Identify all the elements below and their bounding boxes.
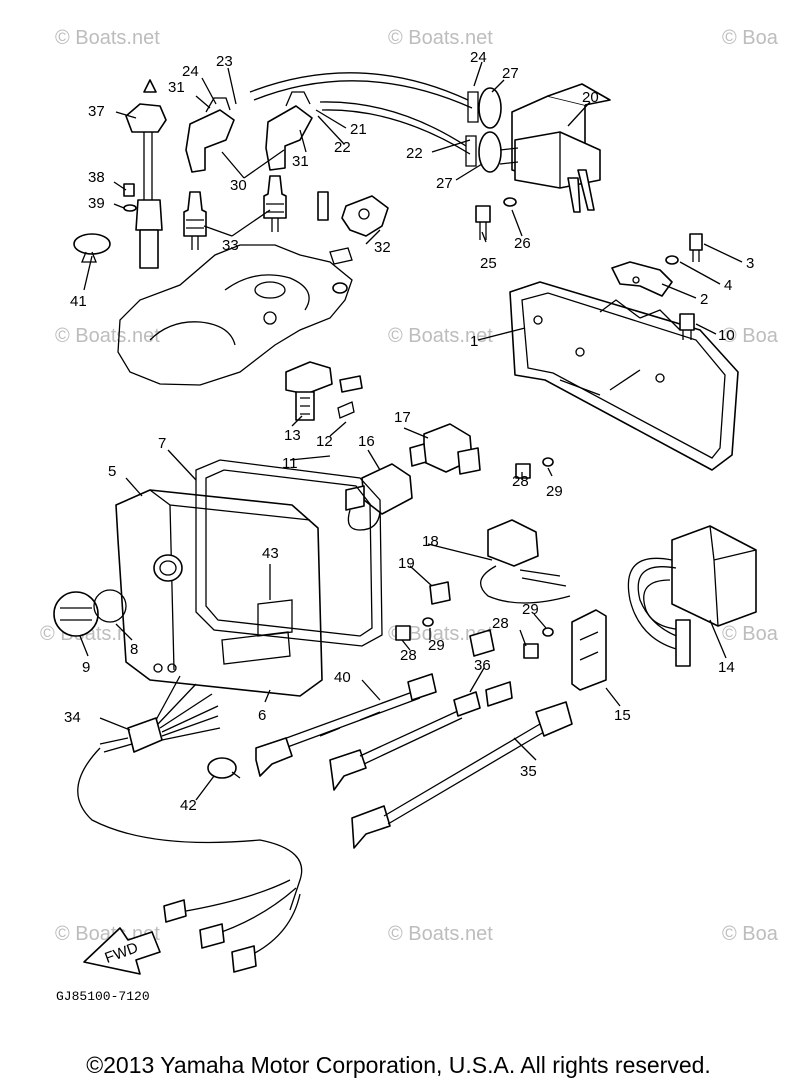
electrical-box-base	[509, 281, 739, 471]
callout-29c: 29	[522, 601, 539, 618]
callout-42: 42	[180, 797, 197, 814]
watermark: © Boats.net	[55, 325, 160, 347]
callout-26: 26	[514, 235, 531, 252]
callout-37: 37	[88, 103, 105, 120]
parts-diagram: © Boats.net © Boats.net © Boa © Boats.ne…	[40, 27, 779, 1004]
callout-1: 1	[470, 333, 478, 350]
bolt-washer-part	[475, 197, 517, 240]
high-tension-lead-part	[249, 72, 473, 155]
temperature-sensor-part	[123, 79, 167, 269]
callout-9: 9	[82, 659, 90, 676]
cylinder-head-outline	[117, 244, 353, 386]
callout-29b: 29	[428, 637, 445, 654]
watermark: © Boats.net	[388, 27, 493, 49]
callout-24b: 24	[470, 49, 487, 66]
callout-8: 8	[130, 641, 138, 658]
callout-43: 43	[262, 545, 279, 562]
callout-32: 32	[374, 239, 391, 256]
callout-21: 21	[350, 121, 367, 138]
battery-cable-part	[255, 629, 573, 849]
callout-25: 25	[480, 255, 497, 272]
callout-40: 40	[334, 669, 351, 686]
bracket-part	[611, 261, 673, 297]
callout-33: 33	[222, 237, 239, 254]
hose-clamp-part	[73, 233, 111, 263]
callout-14: 14	[718, 659, 735, 676]
callout-10: 10	[718, 327, 735, 344]
callout-34: 34	[64, 709, 81, 726]
callout-12: 12	[316, 433, 333, 450]
starter-relay-part	[345, 463, 413, 531]
bolt-part	[665, 233, 703, 340]
callout-22b: 22	[334, 139, 351, 156]
callout-41: 41	[70, 293, 87, 310]
electrical-box-cover	[115, 489, 323, 697]
callout-19: 19	[398, 555, 415, 572]
callout-4: 4	[724, 277, 732, 294]
callout-30: 30	[230, 177, 247, 194]
callout-labels: 1 2 3 4 5 6 7 8 9 10 11 12 13 14 15 16 1…	[64, 49, 754, 814]
callout-28b: 28	[400, 647, 417, 664]
watermark: © Boa	[722, 923, 779, 945]
rectifier-part	[429, 519, 571, 605]
callout-6: 6	[258, 707, 266, 724]
watermark: © Boa	[722, 27, 779, 49]
callout-24a: 24	[182, 63, 199, 80]
callout-28a: 28	[512, 473, 529, 490]
fwd-arrow-icon: FWD	[83, 927, 161, 975]
ignition-coil-part	[499, 83, 611, 213]
coil-bracket-part	[317, 191, 389, 294]
callout-31a: 31	[168, 79, 185, 96]
watermark: © Boats.net	[388, 325, 493, 347]
callout-5: 5	[108, 463, 116, 480]
callout-13: 13	[284, 427, 301, 444]
callout-11: 11	[282, 455, 298, 472]
callout-15: 15	[614, 707, 631, 724]
callout-36: 36	[474, 657, 491, 674]
watermark: © Boats.net	[388, 623, 493, 645]
cap-part	[53, 589, 127, 637]
callout-31b: 31	[292, 153, 309, 170]
copyright-notice: ©2013 Yamaha Motor Corporation, U.S.A. A…	[86, 1052, 711, 1078]
wire-harness-part	[77, 663, 303, 973]
leader-lines	[79, 61, 743, 801]
drawing-code: GJ85100-7120	[56, 989, 150, 1004]
cdi-unit-part	[627, 525, 757, 667]
callout-20: 20	[582, 89, 599, 106]
pulser-coil-part	[285, 361, 363, 421]
plug-cap-part	[465, 87, 502, 173]
callout-39: 39	[88, 195, 105, 212]
callout-35: 35	[520, 763, 537, 780]
watermark: © Boats.net	[388, 923, 493, 945]
callout-3: 3	[746, 255, 754, 272]
solenoid-part	[409, 423, 481, 475]
callout-27a: 27	[502, 65, 519, 82]
watermark: © Boa	[722, 623, 779, 645]
small-bolt-part	[395, 457, 554, 659]
callout-23: 23	[216, 53, 233, 70]
callout-16: 16	[358, 433, 375, 450]
harness-clamp-part	[207, 757, 241, 779]
callout-17: 17	[394, 409, 411, 426]
callout-29a: 29	[546, 483, 563, 500]
callout-38: 38	[88, 169, 105, 186]
callout-2: 2	[700, 291, 708, 308]
callout-27b: 27	[436, 175, 453, 192]
callout-18: 18	[422, 533, 439, 550]
cover-gasket-part	[195, 459, 383, 647]
callout-7: 7	[158, 435, 166, 452]
mounting-plate-part	[571, 609, 607, 691]
watermark: © Boa	[722, 325, 779, 347]
spark-plug-part	[183, 175, 287, 250]
callout-22a: 22	[406, 145, 423, 162]
watermark: © Boats.net	[55, 27, 160, 49]
callout-28c: 28	[492, 615, 509, 632]
